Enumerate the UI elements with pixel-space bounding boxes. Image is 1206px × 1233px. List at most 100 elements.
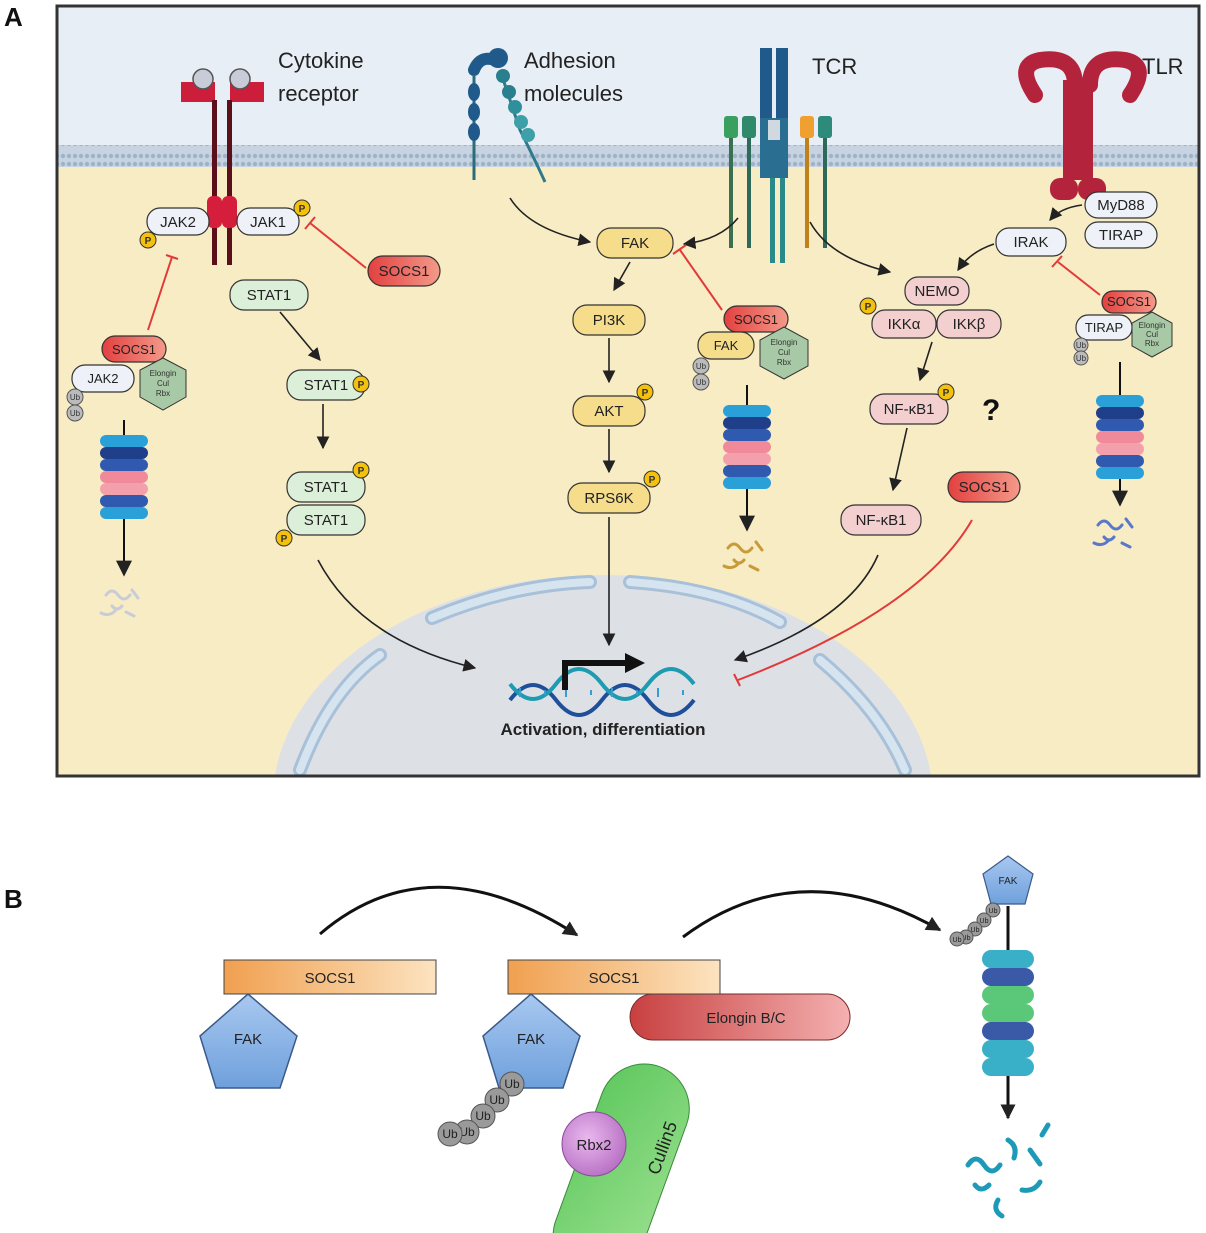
dna-helix-icon xyxy=(508,667,696,717)
svg-text:Ub: Ub xyxy=(70,409,81,418)
svg-text:P: P xyxy=(943,388,950,399)
svg-text:Cul: Cul xyxy=(1146,330,1158,339)
phospho-badge: P xyxy=(293,199,311,217)
svg-text:JAK2: JAK2 xyxy=(87,371,118,386)
svg-text:P: P xyxy=(642,388,649,399)
svg-text:P: P xyxy=(358,466,365,477)
svg-text:TIRAP: TIRAP xyxy=(1099,227,1143,244)
proteasome-icon xyxy=(982,906,1034,1120)
tlr-icon xyxy=(1018,51,1147,200)
svg-text:Ub: Ub xyxy=(1076,341,1087,350)
svg-text:MyD88: MyD88 xyxy=(1097,197,1145,214)
fak-pentagon-step3: FAK xyxy=(982,855,1034,905)
svg-text:JAK2: JAK2 xyxy=(160,214,196,231)
adhesion-molecule-icon xyxy=(468,48,547,183)
nfkb1-phospho-node: NF-κB1 xyxy=(869,393,949,425)
arrow xyxy=(957,243,995,272)
phospho-badge: P xyxy=(636,383,654,401)
inhibition-bar xyxy=(733,673,741,687)
socs1-node: SOCS1 xyxy=(367,255,441,287)
svg-text:Ub: Ub xyxy=(953,937,962,944)
cytokine-receptor-icon xyxy=(181,68,264,265)
myd88-node: MyD88 xyxy=(1084,191,1158,219)
inhibition-edge xyxy=(679,249,723,311)
nfkb1-node: NF-κB1 xyxy=(840,504,922,536)
svg-text:SOCS1: SOCS1 xyxy=(379,263,430,280)
svg-text:Ub: Ub xyxy=(980,918,989,925)
proteasome-icon xyxy=(1096,362,1144,507)
pi3k-node: PI3K xyxy=(572,304,646,336)
svg-text:TIRAP: TIRAP xyxy=(1085,320,1123,335)
svg-text:Rbx: Rbx xyxy=(777,358,791,367)
svg-text:JAK1: JAK1 xyxy=(250,214,286,231)
inhibition-bar xyxy=(1051,255,1063,268)
adhesion-molecules-label-2: molecules xyxy=(524,81,623,106)
arrow xyxy=(319,885,579,937)
svg-text:Ub: Ub xyxy=(971,927,980,934)
arrow xyxy=(889,427,908,492)
phospho-badge: P xyxy=(643,470,661,488)
svg-text:Ub: Ub xyxy=(696,378,707,387)
cytokine-receptor-label-2: receptor xyxy=(278,81,359,106)
arrow xyxy=(809,221,892,276)
inhibition-edge xyxy=(309,222,367,269)
stat1-node: STAT1 xyxy=(229,279,309,311)
svg-text:Ub: Ub xyxy=(989,908,998,915)
svg-text:P: P xyxy=(865,302,872,313)
svg-text:NEMO: NEMO xyxy=(915,283,960,300)
svg-text:Elongin B/C: Elongin B/C xyxy=(706,1010,785,1027)
inhibition-edge xyxy=(147,256,173,331)
svg-text:Elongin: Elongin xyxy=(771,338,798,347)
phospho-badge: P xyxy=(275,529,293,547)
nucleus xyxy=(275,575,931,775)
svg-text:Cul: Cul xyxy=(778,348,790,357)
socs1-bar-step1: SOCS1 xyxy=(223,959,437,995)
elongin-bc-node: Elongin B/C xyxy=(629,993,851,1041)
svg-text:FAK: FAK xyxy=(234,1031,262,1048)
phospho-badge: P xyxy=(859,297,877,315)
svg-text:SOCS1: SOCS1 xyxy=(112,342,156,357)
stat1-dimer-top: STAT1 xyxy=(304,479,348,496)
svg-text:Ub: Ub xyxy=(459,1125,475,1139)
svg-text:P: P xyxy=(299,204,306,215)
arrow xyxy=(317,559,477,672)
svg-text:SOCS1: SOCS1 xyxy=(734,312,778,327)
svg-text:SOCS1: SOCS1 xyxy=(589,970,640,987)
adhesion-molecules-label-1: Adhesion xyxy=(524,48,616,73)
arrow xyxy=(613,261,631,292)
svg-text:SOCS1: SOCS1 xyxy=(305,970,356,987)
svg-text:Ub: Ub xyxy=(1076,354,1087,363)
svg-text:Cul: Cul xyxy=(157,379,169,388)
inhibition-bar xyxy=(672,244,687,255)
socs1-node: SOCS1 xyxy=(947,471,1021,503)
jak2-node: JAK2 xyxy=(146,207,210,236)
svg-text:Ub: Ub xyxy=(504,1077,520,1091)
svg-text:Ub: Ub xyxy=(70,393,81,402)
akt-node: AKT xyxy=(572,395,646,427)
svg-text:NF-κB1: NF-κB1 xyxy=(856,512,907,529)
svg-text:IKKα: IKKα xyxy=(888,316,921,333)
tirap-node: TIRAP xyxy=(1084,221,1158,249)
cytokine-receptor-label-1: Cytokine xyxy=(278,48,364,73)
phospho-badge: P xyxy=(352,375,370,393)
stat1-dimer: STAT1 STAT1 xyxy=(286,471,366,536)
svg-text:FAK: FAK xyxy=(621,235,649,252)
inhibition-edge xyxy=(737,519,973,681)
irak-node: IRAK xyxy=(995,227,1067,257)
stat1-dimer-bottom: STAT1 xyxy=(304,512,348,529)
svg-text:PI3K: PI3K xyxy=(593,312,626,329)
ikkb-node: IKKβ xyxy=(936,309,1002,339)
inhibition-bar xyxy=(304,216,316,230)
ubiquitin-chain: Ub Ub Ub Ub Ub xyxy=(949,902,1001,947)
degraded-protein-icon xyxy=(965,1122,1051,1219)
svg-text:Ub: Ub xyxy=(442,1127,458,1141)
fak-pentagon-step2: FAK xyxy=(482,993,581,1089)
tcr-icon xyxy=(724,48,832,263)
svg-text:FAK: FAK xyxy=(517,1031,545,1048)
svg-text:STAT1: STAT1 xyxy=(304,377,348,394)
ikka-node: IKKα xyxy=(871,309,937,339)
arrow xyxy=(509,197,592,247)
socs1-complex-tcr: SOCS1 FAK Elongin Cul Rbx Ub Ub xyxy=(692,305,809,391)
plasma-membrane xyxy=(58,145,1198,167)
